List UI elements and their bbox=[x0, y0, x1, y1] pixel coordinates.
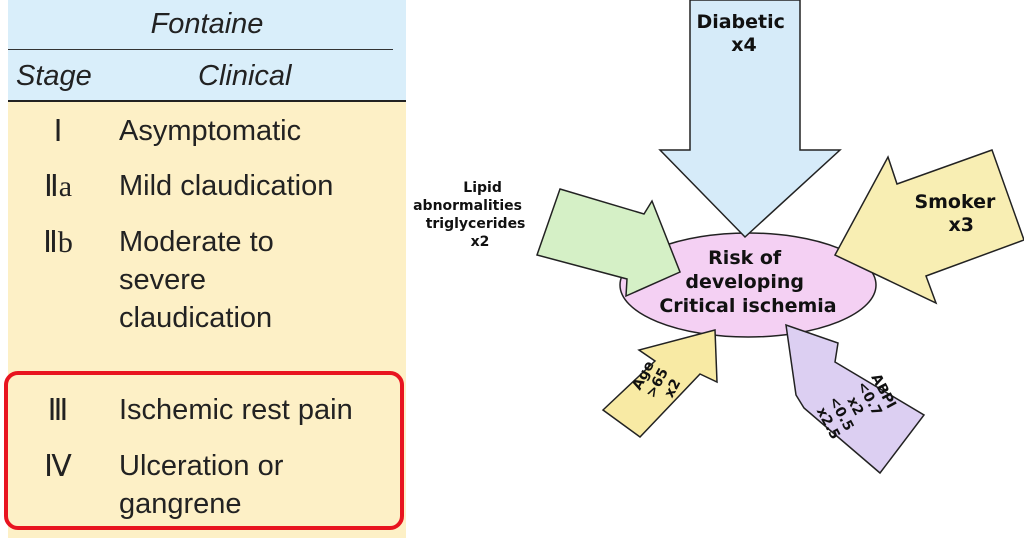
header-divider bbox=[8, 49, 393, 50]
stage-column-header: Stage bbox=[16, 60, 92, 92]
age-label: Age >65 x2 bbox=[629, 354, 688, 408]
abpi-multiplier-1: x2 bbox=[844, 394, 867, 418]
age-label-group: Age >65 x2 bbox=[629, 354, 688, 408]
stage-4: Ⅳ bbox=[44, 450, 72, 483]
center-line-1: Risk of bbox=[708, 247, 782, 269]
center-line-2: developing bbox=[685, 271, 804, 293]
clinical-ischemic-rest-pain: Ischemic rest pain bbox=[119, 394, 353, 426]
age-multiplier: x2 bbox=[661, 376, 684, 400]
smoker-label: Smoker x3 bbox=[914, 191, 1002, 236]
diabetic-label: Diabetic x4 bbox=[696, 11, 791, 56]
lipid-multiplier: x2 bbox=[471, 234, 490, 250]
risk-diagram-svg: Risk of developing Critical ischemia Dia… bbox=[413, 0, 1024, 475]
clinical-ulceration-gangrene: Ulceration or gangrene bbox=[119, 450, 284, 520]
lipid-line-1: Lipid bbox=[463, 180, 502, 196]
center-label: Risk of developing Critical ischemia bbox=[659, 247, 836, 317]
lipid-arrow bbox=[536, 188, 681, 298]
fontaine-table: Fontaine Stage Clinical Ⅰ Asymptomatic Ⅱ… bbox=[8, 0, 406, 538]
smoker-arrow bbox=[833, 149, 1024, 305]
stage-2b: Ⅱb bbox=[43, 226, 73, 259]
diabetic-name: Diabetic bbox=[696, 11, 784, 33]
diabetic-multiplier: x4 bbox=[731, 34, 756, 56]
clinical-column-header: Clinical bbox=[198, 60, 292, 92]
stage-3: Ⅲ bbox=[47, 394, 69, 427]
diabetic-arrow bbox=[658, 0, 842, 239]
table-header bbox=[8, 0, 406, 101]
age-arrow bbox=[601, 329, 718, 438]
smoker-name: Smoker bbox=[914, 191, 996, 213]
clinical-mild-claudication: Mild claudication bbox=[119, 170, 334, 202]
lipid-line-3: triglycerides bbox=[426, 216, 526, 232]
clinical-moderate-severe-claudication: Moderate to severe claudication bbox=[119, 226, 274, 334]
abpi-arrow bbox=[785, 323, 926, 475]
header-bottom-rule bbox=[8, 100, 406, 102]
clinical-asymptomatic: Asymptomatic bbox=[119, 115, 302, 147]
table-body bbox=[8, 101, 406, 538]
risk-factor-diagram: Risk of developing Critical ischemia Dia… bbox=[410, 0, 1024, 538]
lipid-line-2: abnormalities bbox=[413, 198, 522, 214]
critical-ischemia-highlight-box bbox=[4, 371, 404, 530]
center-line-3: Critical ischemia bbox=[659, 295, 836, 317]
stage-1: Ⅰ bbox=[53, 115, 63, 148]
stage-2a: Ⅱa bbox=[43, 170, 73, 203]
smoker-multiplier: x3 bbox=[949, 214, 974, 236]
table-title: Fontaine bbox=[150, 8, 264, 40]
lipid-label: Lipid abnormalities triglycerides x2 bbox=[413, 180, 530, 250]
